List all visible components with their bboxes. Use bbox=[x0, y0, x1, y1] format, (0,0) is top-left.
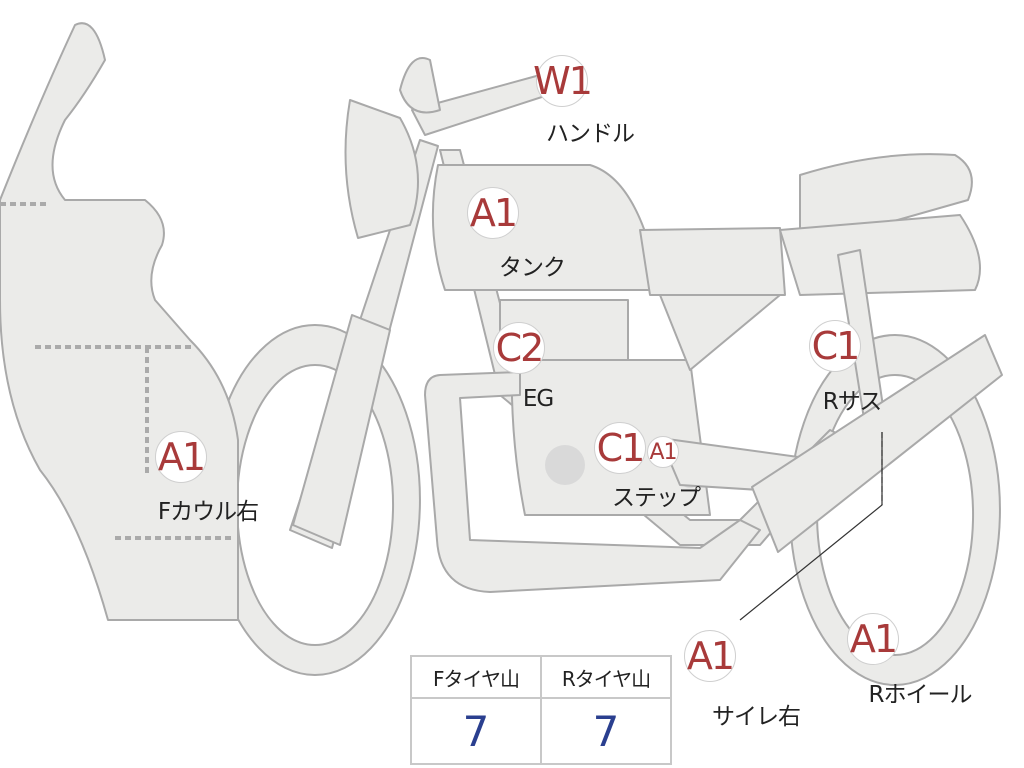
grade-marker-engine: C2 bbox=[493, 322, 545, 374]
muffler-part bbox=[751, 334, 1003, 553]
grade-marker-muffler-right: A1 bbox=[684, 630, 736, 682]
part-label-front-cowl-right: Fカウル右 bbox=[157, 499, 259, 525]
front-wheel-part bbox=[208, 324, 421, 676]
part-label-handle: ハンドル bbox=[546, 121, 635, 147]
part-label-muffler-right: サイレ右 bbox=[712, 704, 801, 730]
grade-marker-step-2: A1 bbox=[647, 436, 679, 468]
under-seat-part bbox=[659, 294, 781, 371]
part-label-tank: タンク bbox=[499, 255, 566, 281]
grade-marker-handle: W1 bbox=[533, 55, 593, 107]
tire-tread-table: Fタイヤ山 Rタイヤ山 7 7 bbox=[410, 655, 672, 765]
exhaust-pipe-part bbox=[424, 371, 761, 593]
front-cowl-part bbox=[0, 22, 239, 621]
seat-cowl-part bbox=[779, 214, 981, 296]
grade-marker-step: C1 bbox=[594, 422, 646, 474]
side-cover-part bbox=[639, 227, 786, 296]
front-tire-value: 7 bbox=[410, 697, 542, 765]
grade-marker-rear-suspension: C1 bbox=[809, 320, 861, 372]
grade-marker-rear-wheel: A1 bbox=[847, 613, 899, 665]
grade-marker-front-cowl-right: A1 bbox=[155, 431, 207, 483]
headlight-part bbox=[344, 99, 419, 239]
front-tire-header: Fタイヤ山 bbox=[410, 655, 542, 699]
grade-marker-tank: A1 bbox=[467, 187, 519, 239]
part-label-rear-suspension: Rサス bbox=[822, 389, 883, 415]
fork-guard-part bbox=[292, 314, 391, 546]
seat-part bbox=[799, 153, 973, 231]
part-label-step: ステップ bbox=[612, 485, 701, 511]
rear-tire-header: Rタイヤ山 bbox=[540, 655, 672, 699]
mirror-part bbox=[399, 57, 441, 114]
part-label-rear-wheel: Rホイール bbox=[868, 682, 973, 708]
rear-tire-value: 7 bbox=[540, 697, 672, 765]
part-label-engine: EG bbox=[522, 386, 554, 412]
